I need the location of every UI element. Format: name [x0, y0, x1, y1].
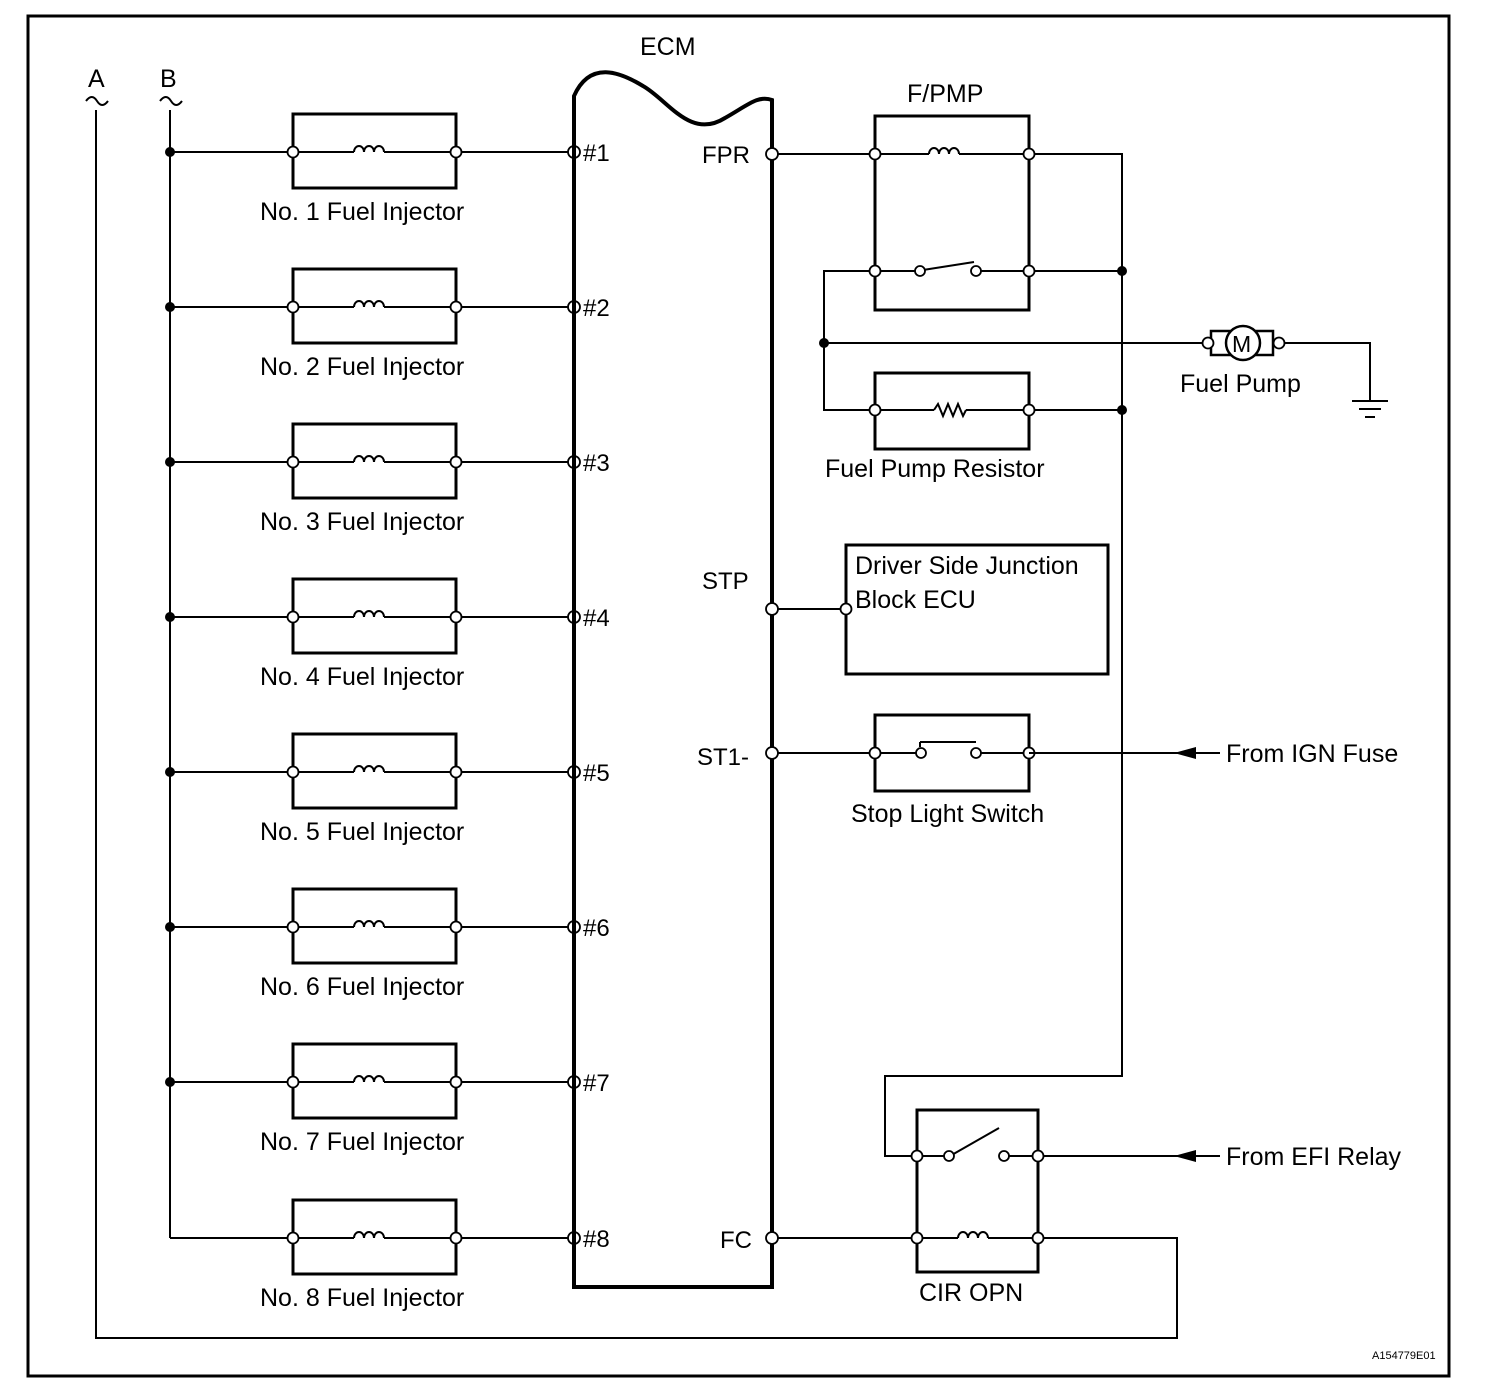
junction-block-ecu: Driver Side Junction Block ECU: [772, 543, 1110, 676]
ecm-pin-label: #5: [583, 760, 610, 787]
bus-junction: [165, 1077, 175, 1087]
pin-stp-terminal: [765, 602, 779, 616]
fuel-injector: #2No. 2 Fuel Injector: [165, 267, 610, 381]
relay-switch-contact: [914, 265, 926, 277]
injector-label: No. 7 Fuel Injector: [260, 1128, 464, 1156]
injector-label: No. 4 Fuel Injector: [260, 663, 464, 691]
fuel-injector-group: #1No. 1 Fuel Injector #2No. 2 Fuel Inject…: [165, 112, 610, 1312]
ecm-title: ECM: [640, 33, 696, 61]
fuel-pump-resistor-label: Fuel Pump Resistor: [825, 455, 1045, 483]
fpmp-relay: F/PMP: [772, 80, 1127, 1157]
injector-terminal: [449, 300, 463, 314]
injector-terminal: [449, 145, 463, 159]
pin-fpr-label: FPR: [702, 142, 750, 169]
injector-terminal: [286, 610, 300, 624]
pin-st1-terminal: [765, 746, 779, 760]
figure-code: A154779E01: [1372, 1350, 1436, 1362]
ecm-body: [572, 70, 774, 1289]
bus-junction: [165, 302, 175, 312]
fuel-injector: #4No. 4 Fuel Injector: [165, 577, 610, 691]
from-ign-fuse-label: From IGN Fuse: [1226, 740, 1398, 768]
injector-label: No. 2 Fuel Injector: [260, 353, 464, 381]
ecm-pin-label: #8: [583, 1226, 610, 1253]
fuel-injector: #5No. 5 Fuel Injector: [165, 732, 610, 846]
fpmp-relay-label: F/PMP: [907, 80, 983, 108]
injector-label: No. 1 Fuel Injector: [260, 198, 464, 226]
relay-terminal: [868, 264, 882, 278]
motor-symbol: M: [1232, 331, 1251, 357]
injector-terminal: [449, 610, 463, 624]
pin-fc-label: FC: [720, 1227, 752, 1254]
junction-block-line2: Block ECU: [855, 586, 976, 614]
bus-junction: [165, 612, 175, 622]
pin-fpr-terminal: [765, 147, 779, 161]
bus-junction: [165, 457, 175, 467]
pin-stp-label: STP: [702, 568, 749, 595]
injector-terminal: [286, 300, 300, 314]
injector-terminal: [449, 920, 463, 934]
ecm-pin-label: #7: [583, 1070, 610, 1097]
ground-icon: [1352, 400, 1388, 418]
ecm: ECM: [572, 33, 774, 1289]
fuel-injector: #8No. 8 Fuel Injector: [170, 1198, 610, 1312]
ecm-pin-label: #1: [583, 140, 610, 167]
ecm-pin-label: #2: [583, 295, 610, 322]
injector-terminal: [286, 1231, 300, 1245]
fuel-injector: #3No. 3 Fuel Injector: [165, 422, 610, 536]
injector-terminal: [449, 455, 463, 469]
injector-terminal: [449, 1231, 463, 1245]
cir-opn-relay: CIR OPN From EFI Relay: [772, 1108, 1402, 1307]
pin-st1-label: ST1-: [697, 744, 749, 771]
ecm-pin-label: #6: [583, 915, 610, 942]
relay-terminal: [868, 147, 882, 161]
arrow-icon: [1174, 1150, 1196, 1162]
injector-terminal: [286, 765, 300, 779]
supply-a: A: [85, 65, 1178, 1339]
relay-terminal: [1022, 147, 1036, 161]
ecm-pin-label: #4: [583, 605, 610, 632]
fuel-pump: M Fuel Pump: [819, 324, 1388, 418]
fuel-pump-resistor: Fuel Pump Resistor: [825, 371, 1127, 483]
junction-block-line1: Driver Side Junction: [855, 552, 1079, 580]
bus-junction: [165, 147, 175, 157]
fuel-pump-label: Fuel Pump: [1180, 370, 1301, 398]
injector-terminal: [286, 1075, 300, 1089]
stop-light-switch-label: Stop Light Switch: [851, 800, 1044, 828]
diagram-frame: [26, 14, 1451, 1378]
stop-light-switch: Stop Light Switch From IGN Fuse: [772, 713, 1398, 828]
injector-terminal: [449, 1075, 463, 1089]
supply-b: B: [159, 65, 183, 1238]
supply-b-label: B: [160, 65, 177, 93]
injector-terminal: [286, 920, 300, 934]
injector-label: No. 8 Fuel Injector: [260, 1284, 464, 1312]
ecm-pin-label: #3: [583, 450, 610, 477]
bus-junction: [165, 922, 175, 932]
relay-switch-contact: [970, 265, 982, 277]
bus-junction: [165, 767, 175, 777]
pin-fc-terminal: [765, 1231, 779, 1245]
injector-terminal: [449, 765, 463, 779]
fuel-injector: #6No. 6 Fuel Injector: [165, 887, 610, 1001]
injector-label: No. 5 Fuel Injector: [260, 818, 464, 846]
injector-terminal: [286, 145, 300, 159]
relay-terminal: [1022, 264, 1036, 278]
supply-a-label: A: [88, 65, 105, 93]
injector-label: No. 6 Fuel Injector: [260, 973, 464, 1001]
fuel-injector: #1No. 1 Fuel Injector: [165, 112, 610, 226]
from-efi-relay-label: From EFI Relay: [1226, 1143, 1402, 1171]
injector-terminal: [286, 455, 300, 469]
arrow-icon: [1174, 747, 1196, 759]
fuel-injector: #7No. 7 Fuel Injector: [165, 1042, 610, 1156]
injector-label: No. 3 Fuel Injector: [260, 508, 464, 536]
cir-opn-label: CIR OPN: [919, 1279, 1023, 1307]
